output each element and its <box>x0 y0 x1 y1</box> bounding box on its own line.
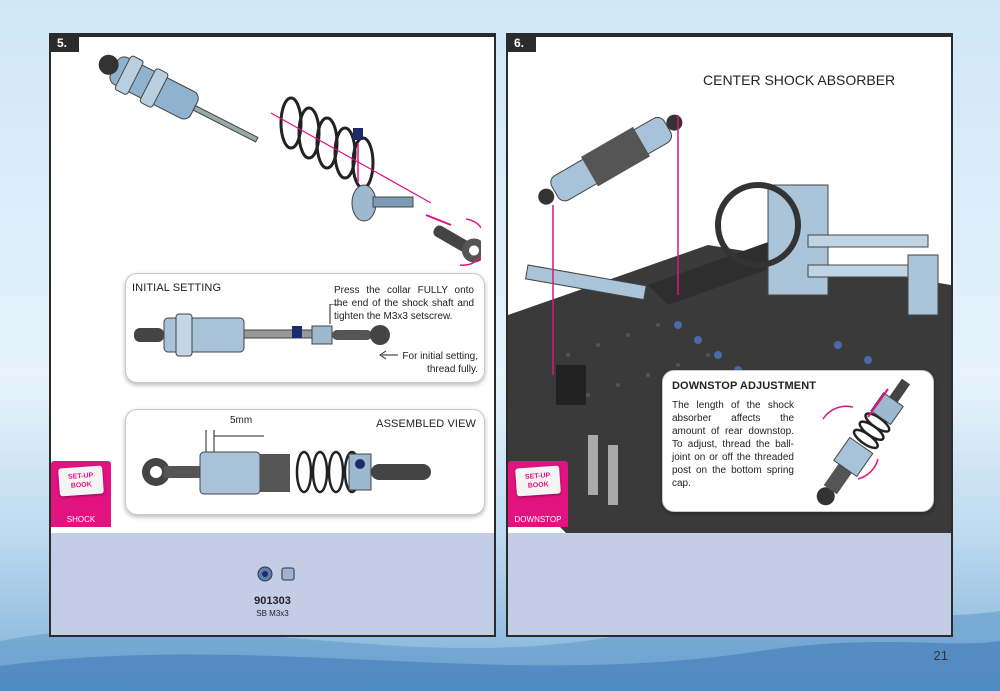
badge-caption: SHOCK <box>51 513 111 527</box>
initial-setting-note: For initial setting, thread fully. <box>402 351 478 375</box>
initial-setting-illustration <box>134 304 390 357</box>
step-5-panel: 5. INITIAL SETTING <box>49 33 496 637</box>
initial-setting-callout: INITIAL SETTING Press the collar FULLY o… <box>125 273 485 383</box>
downstop-callout: DOWNSTOP ADJUSTMENT The length of the sh… <box>662 370 934 512</box>
step-number: 5. <box>51 35 79 52</box>
setup-book-badge: SET-UP BOOK DOWNSTOP <box>508 461 568 527</box>
step-title: CENTER SHOCK ABSORBER <box>703 72 896 88</box>
part-code: 901303 <box>254 595 291 607</box>
dimension-label: 5mm <box>230 415 253 426</box>
page-number: 21 <box>933 648 948 663</box>
parts-bar <box>508 533 951 635</box>
step-number: 6. <box>508 35 536 52</box>
setscrew-side-icon <box>281 567 295 581</box>
pointer-arrow-icon <box>379 350 398 360</box>
badge-book-text: SET-UP BOOK <box>67 472 94 490</box>
initial-setting-title: INITIAL SETTING <box>132 282 222 294</box>
parts-bar: 901303 SB M3x3 <box>51 533 494 635</box>
assembled-view-callout: ASSEMBLED VIEW 5mm <box>125 409 485 515</box>
downstop-text: The length of the shock absorber affects… <box>672 400 794 489</box>
assembled-shock-illustration <box>142 430 431 495</box>
downstop-title: DOWNSTOP ADJUSTMENT <box>672 380 817 392</box>
initial-setting-instruction: Press the collar FULLY onto the end of t… <box>334 285 474 322</box>
part-icons <box>256 565 296 590</box>
downstop-shock-illustration <box>816 379 911 506</box>
part-description: SB M3x3 <box>256 609 289 618</box>
badge-book-text: SET-UP BOOK <box>524 472 551 490</box>
setup-book-badge: SET-UP BOOK SHOCK <box>51 461 111 527</box>
assembled-view-title: ASSEMBLED VIEW <box>376 418 476 430</box>
step-6-panel: 6. CENTER SHOCK ABSORBER <box>506 33 953 637</box>
badge-caption: DOWNSTOP <box>508 513 568 527</box>
shock-exploded-illustration <box>98 54 481 266</box>
